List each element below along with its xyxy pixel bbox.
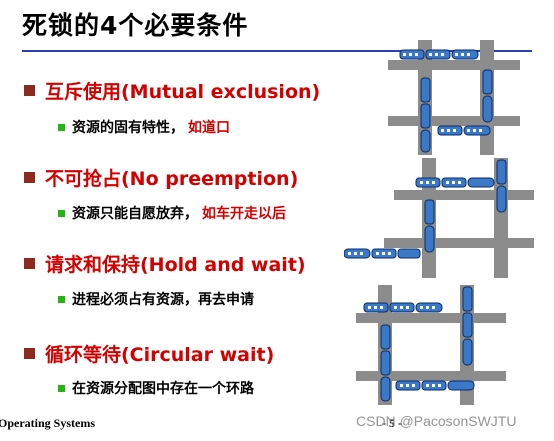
condition-item: 请求和保持(Hold and wait): [24, 250, 306, 277]
sub-bullet-icon: [58, 384, 65, 392]
bullet-square-icon: [24, 348, 35, 359]
train-intersection-illustration: [388, 40, 520, 155]
train-cycle-illustration: [356, 285, 506, 405]
slide-title: 死锁的4个必要条件: [22, 11, 249, 40]
detail-text: 进程必须占有资源，再去申请: [72, 292, 254, 308]
detail-example: 如道口: [188, 120, 230, 136]
condition-label: 请求和保持(Hold and wait): [45, 254, 306, 276]
bullet-square-icon: [24, 85, 35, 96]
condition-detail: 进程必须占有资源，再去申请: [58, 289, 254, 309]
detail-text: 资源只能自愿放弃，: [72, 206, 198, 222]
sub-bullet-icon: [58, 209, 65, 217]
condition-label: 循环等待(Circular wait): [45, 344, 275, 366]
watermark: CSDN @PacosonSWJTU: [356, 413, 517, 429]
condition-detail: 资源只能自愿放弃， 如车开走以后: [58, 203, 286, 223]
condition-label: 不可抢占(No preemption): [45, 168, 299, 190]
detail-text: 在资源分配图中存在一个环路: [72, 381, 254, 397]
condition-label: 互斥使用(Mutual exclusion): [45, 81, 321, 103]
sub-bullet-icon: [58, 123, 65, 131]
course-footer: Operating Systems: [0, 416, 95, 430]
condition-item: 循环等待(Circular wait): [24, 340, 274, 367]
bullet-square-icon: [24, 172, 35, 183]
detail-text: 资源的固有特性，: [72, 120, 184, 136]
condition-item: 互斥使用(Mutual exclusion): [24, 77, 320, 104]
condition-detail: 在资源分配图中存在一个环路: [58, 378, 254, 398]
detail-example: 如车开走以后: [202, 206, 286, 222]
condition-item: 不可抢占(No preemption): [24, 164, 298, 191]
title-divider: [22, 50, 532, 52]
page-number: - 5 -: [382, 416, 402, 430]
sub-bullet-icon: [58, 295, 65, 303]
bullet-square-icon: [24, 258, 35, 269]
train-leaving-illustration: [344, 158, 534, 278]
condition-detail: 资源的固有特性， 如道口: [58, 117, 230, 137]
